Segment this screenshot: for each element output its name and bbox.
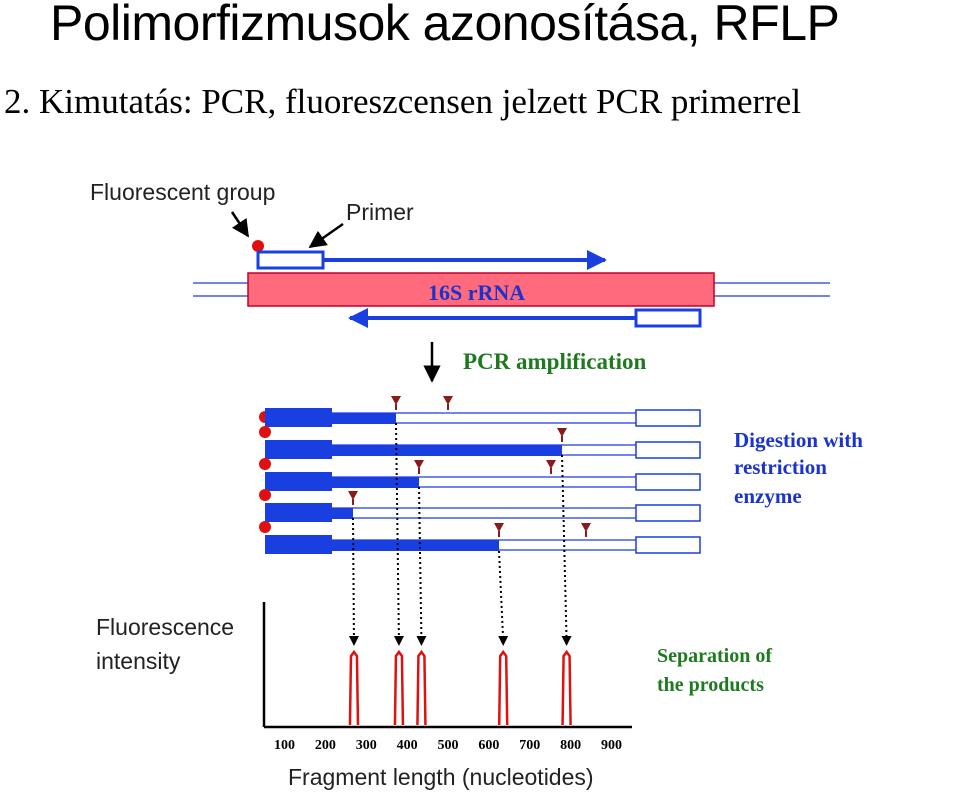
reverse-primer-box — [635, 409, 701, 427]
x-tick-label: 100 — [274, 738, 295, 753]
fragment-row — [259, 426, 701, 459]
fluorescent-dot — [259, 521, 271, 533]
labeled-fragment — [332, 508, 353, 519]
svg-text:Separation of: Separation of — [657, 645, 772, 667]
svg-text:Fluorescence: Fluorescence — [96, 614, 234, 640]
fragment-row — [259, 521, 701, 554]
x-tick-label: 200 — [315, 738, 336, 753]
svg-text:Digestion with: Digestion with — [734, 428, 863, 452]
primer-label: Primer — [346, 199, 414, 225]
gene-16s-rrna — [247, 272, 715, 307]
reverse-primer-box — [635, 441, 701, 459]
fragment-peak — [561, 649, 572, 726]
x-tick-label: 800 — [560, 738, 581, 753]
slide-subtitle: 2. Kimutatás: PCR, fluoreszcensen jelzet… — [4, 82, 802, 121]
svg-text:intensity: intensity — [96, 648, 181, 674]
restriction-site-marker — [557, 428, 567, 437]
reverse-primer-box — [635, 473, 701, 491]
guide-line — [395, 422, 400, 641]
fluorescent-dot — [252, 240, 264, 252]
forward-primer-box — [256, 250, 325, 270]
amplified-fragments — [259, 396, 701, 554]
labeled-fragment — [332, 477, 419, 488]
restriction-site-marker — [581, 523, 591, 532]
restriction-site-marker — [494, 523, 504, 532]
primer-block — [265, 440, 332, 459]
guide-line — [561, 454, 568, 641]
guide-arrowhead — [393, 636, 404, 646]
svg-text:enzyme: enzyme — [734, 484, 802, 508]
y-axis-label: Fluorescence intensity — [96, 614, 234, 674]
x-axis-label: Fragment length (nucleotides) — [288, 764, 594, 790]
fragment-guides — [348, 422, 572, 646]
fluorescent-dot — [259, 458, 271, 470]
reverse-primer-box — [635, 504, 701, 522]
x-tick-label: 500 — [438, 738, 459, 753]
slide-title: Polimorfizmusok azonosítása, RFLP — [50, 0, 840, 51]
guide-arrowhead — [498, 636, 509, 646]
x-tick-labels: 100 200 300 400 500 600 700 800 900 — [274, 738, 622, 753]
guide-arrowhead — [348, 636, 359, 646]
fragment-peak — [416, 649, 427, 726]
x-tick-label: 700 — [519, 738, 540, 753]
fluorescent-group-pointer — [230, 211, 250, 238]
restriction-site-marker — [546, 460, 556, 469]
guide-line — [498, 550, 505, 641]
separation-label: Separation of the products — [657, 645, 772, 696]
fragment-row — [259, 396, 701, 427]
fluorescent-dot — [259, 489, 271, 501]
svg-text:the products: the products — [657, 674, 764, 696]
fragment-peak — [497, 649, 509, 726]
restriction-site-marker — [443, 396, 453, 405]
restriction-site-marker — [391, 396, 401, 405]
primer-block — [265, 535, 332, 554]
reverse-primer-box — [635, 536, 701, 554]
fragment-peak — [348, 649, 360, 726]
labeled-fragment — [332, 540, 499, 551]
fragment-row — [259, 489, 701, 522]
x-tick-label: 600 — [478, 738, 499, 753]
guide-arrowhead — [416, 636, 427, 646]
guide-line — [418, 486, 423, 641]
guide-arrowhead — [561, 636, 572, 646]
fragment-row — [259, 458, 701, 491]
labeled-fragment — [332, 445, 562, 456]
labeled-fragment — [332, 413, 396, 424]
gene-label: 16S rRNA — [428, 280, 525, 305]
primer-pointer — [308, 222, 344, 249]
x-tick-label: 900 — [601, 738, 622, 753]
restriction-site-marker — [414, 460, 424, 469]
x-tick-label: 400 — [397, 738, 418, 753]
svg-text:restriction: restriction — [734, 455, 827, 479]
x-tick-label: 300 — [356, 738, 377, 753]
primer-block — [265, 472, 332, 491]
amplification-label: PCR amplification — [463, 349, 647, 374]
reverse-primer-box — [634, 308, 702, 328]
primer-block — [265, 503, 332, 522]
peaks — [348, 649, 572, 726]
fluorescent-dot — [259, 426, 271, 438]
primer-block — [265, 408, 332, 427]
fragment-peak — [393, 649, 405, 726]
guide-line — [352, 517, 355, 641]
digestion-label: Digestion with restriction enzyme — [734, 428, 863, 508]
fluorescent-group-label: Fluorescent group — [90, 179, 275, 205]
restriction-site-marker — [348, 491, 358, 500]
